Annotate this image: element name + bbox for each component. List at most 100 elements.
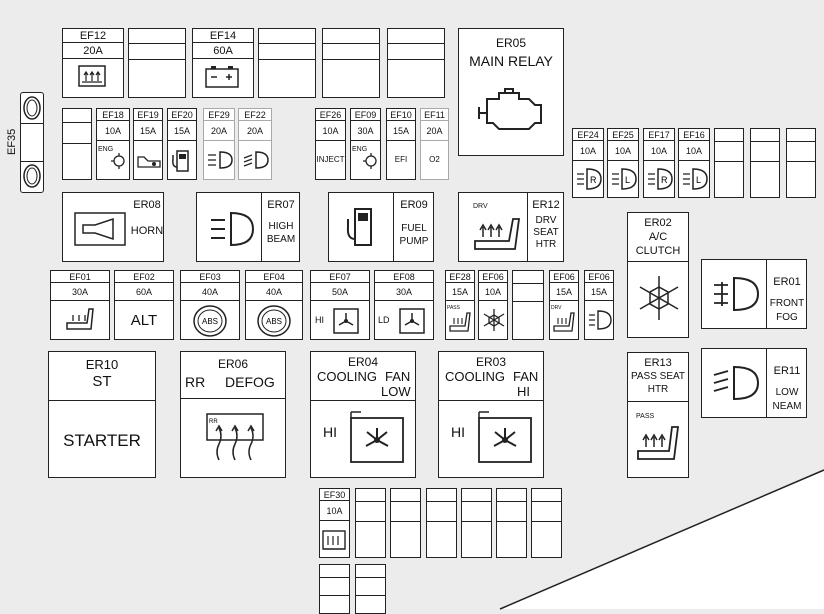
fuse-slot-empty — [322, 28, 380, 98]
fuse-ef29: EF29 20A — [203, 108, 235, 180]
fuse-amperage: 10A — [97, 121, 129, 141]
engine-icon — [478, 88, 542, 130]
fuse-ef02: EF02 60A ALT — [114, 270, 174, 340]
battery-icon — [205, 66, 239, 88]
fuse-symbol: LD — [375, 301, 433, 339]
fuse-ef06b: EF06 15A DRV — [549, 270, 579, 340]
sensor-icon — [111, 153, 125, 169]
fuse-symbol-text: ENG — [98, 146, 114, 153]
fuse-symbol: ENG — [351, 141, 380, 179]
fuse-symbol-text: HI — [315, 315, 324, 325]
fuse-ef16: EF16 10A L — [678, 128, 710, 198]
fuse-symbol — [193, 59, 253, 97]
relay-name-line2: FAN — [513, 369, 539, 384]
fuse-amperage: 20A — [204, 121, 234, 141]
fuse-ef14: EF14 60A — [192, 28, 254, 98]
fuel-pump-icon — [172, 150, 189, 172]
relay-hi-label: HI — [451, 424, 465, 440]
fuse-symbol-text: ALT — [130, 312, 158, 329]
fuse-ef19: EF19 15A — [133, 108, 163, 180]
fuse-slot-empty — [426, 488, 457, 558]
relay-divider — [439, 400, 543, 401]
fuse-id: EF26 — [316, 109, 345, 121]
fuse-symbol-text: R — [661, 175, 668, 185]
fuse-id: EF16 — [679, 129, 709, 141]
fuse-ef30: EF30 10A — [319, 488, 350, 558]
relay-name-line3: LOW — [381, 384, 411, 399]
snowflake-icon — [483, 309, 505, 331]
relay-name-line1: COOLING — [445, 369, 505, 384]
fuse-symbol: ABS — [181, 301, 239, 339]
fuse-id: EF10 — [387, 109, 415, 121]
relay-name-line2: DEFOG — [225, 374, 275, 390]
fuse-id: EF29 — [204, 109, 234, 121]
ef35-terminal-top — [23, 96, 41, 120]
cooling-fan-icon — [399, 308, 425, 334]
relay-id: ER05 — [495, 36, 527, 50]
fuse-ef06c: EF06 15A — [584, 270, 614, 340]
snowflake-icon — [639, 276, 679, 320]
fuse-amperage: 10A — [679, 141, 709, 161]
fuse-slot-empty — [461, 488, 492, 558]
abs-icon: ABS — [257, 305, 291, 337]
heated-seat-icon — [78, 65, 106, 87]
heated-seat-icon — [553, 312, 575, 332]
fuse-id: EF24 — [573, 129, 603, 141]
fuse-symbol — [134, 141, 162, 179]
fuse-ef17: EF17 10A R — [643, 128, 675, 198]
fuse-ef20: EF20 15A — [167, 108, 197, 180]
fuse-amperage: 15A — [387, 121, 415, 141]
fuse-id: EF18 — [97, 109, 129, 121]
fuse-ef01: EF01 30A — [50, 270, 110, 340]
fuse-ef08: EF08 30A LD — [374, 270, 434, 340]
fuse-symbol: R — [573, 161, 603, 197]
fuse-symbol: L — [608, 161, 638, 197]
fuse-symbol — [479, 301, 507, 339]
fuse-id: EF14 — [193, 29, 253, 43]
fuse-symbol-text: R — [590, 175, 597, 185]
relay-id: ER09 — [400, 199, 428, 211]
abs-icon: ABS — [193, 305, 227, 337]
relay-er10: ER10 ST STARTER — [48, 351, 156, 478]
relay-divider — [49, 400, 155, 401]
headlamp-right-icon: R — [648, 168, 673, 190]
fuse-symbol-text: O2 — [429, 155, 440, 164]
fuse-ef22: EF22 20A — [238, 108, 272, 180]
cooling-fan-motor-icon — [137, 156, 161, 168]
relay-name-line2: FOG — [776, 312, 798, 323]
relay-id: ER08 — [133, 199, 161, 211]
fuse-slot-empty — [319, 564, 350, 614]
relay-name-line1: DRV — [535, 215, 557, 226]
relay-divider — [628, 261, 688, 262]
fuse-slot-empty — [786, 128, 816, 198]
fuse-ef11: EF11 20A O2 — [420, 108, 449, 180]
relay-id: ER06 — [217, 357, 249, 371]
relay-divider — [181, 398, 285, 399]
low-beam-icon — [713, 365, 760, 401]
heated-seat-icon — [449, 312, 471, 332]
relay-name-line1: A/C — [648, 231, 668, 243]
fuse-id: EF12 — [63, 29, 123, 43]
relay-name-line3: HTR — [535, 239, 557, 250]
fuse-symbol — [204, 141, 234, 179]
fuse-amperage: 20A — [239, 121, 271, 141]
low-beam-icon — [243, 151, 269, 169]
relay-symbol-text: RR — [209, 419, 218, 425]
fuse-amperage: 30A — [351, 121, 380, 141]
fuse-ef09: EF09 30A ENG — [350, 108, 381, 180]
fuse-id: EF25 — [608, 129, 638, 141]
fuse-symbol-text: L — [625, 175, 630, 185]
fuse-slot-empty — [750, 128, 780, 198]
relay-name-line2: FAN — [385, 369, 411, 384]
fuse-symbol-text: INJECT — [316, 155, 345, 164]
rear-defog-icon: RR — [206, 413, 264, 461]
relay-id: ER12 — [532, 199, 560, 211]
fuse-id: EF09 — [351, 109, 380, 121]
fuse-symbol-text: ABS — [266, 317, 282, 326]
cooling-fan-icon — [350, 411, 404, 463]
fuse-amperage: 15A — [134, 121, 162, 141]
fuse-symbol: DRV — [550, 301, 578, 339]
relay-id: ER01 — [773, 276, 801, 288]
fuse-amperage: 10A — [320, 501, 349, 521]
